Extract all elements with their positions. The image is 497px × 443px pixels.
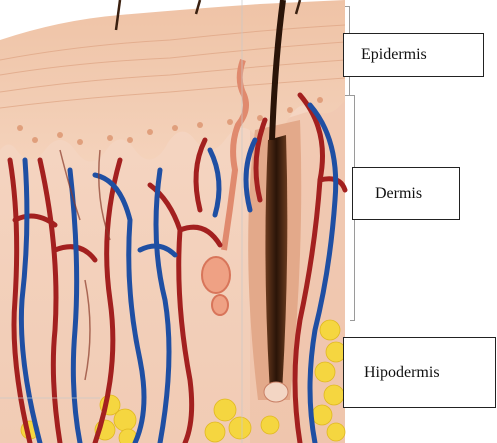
epidermis-label-text: Epidermis [361, 46, 427, 64]
dermis-label: Dermis [352, 167, 460, 220]
dermis-label-text: Dermis [375, 185, 422, 203]
hipodermis-label: Hipodermis [343, 337, 496, 408]
epidermis-label: Epidermis [343, 33, 484, 77]
hipodermis-label-text: Hipodermis [364, 364, 440, 382]
